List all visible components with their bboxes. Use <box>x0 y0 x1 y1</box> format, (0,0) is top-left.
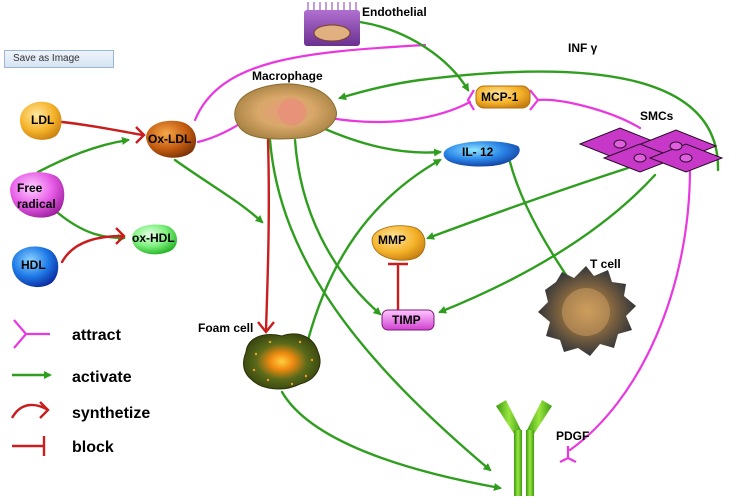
attract-edge-smc-pdgf <box>568 166 692 452</box>
legend-attract-label: attract <box>72 327 122 344</box>
activate-edge-macrophage-timp <box>293 138 382 316</box>
macrophage-cell <box>234 83 338 140</box>
attract-head <box>559 446 577 463</box>
save-as-image-button[interactable]: Save as Image <box>4 50 114 68</box>
ox-ldl-label: Ox-LDL <box>148 132 191 146</box>
il12-node <box>443 141 520 167</box>
timp-node <box>381 309 435 331</box>
inf-gamma-label: INF γ <box>568 41 598 55</box>
attract-edge-smc-mcp1 <box>536 98 642 130</box>
ldl-node <box>20 101 62 140</box>
legend-synthetize-label: synthetize <box>72 405 150 422</box>
activate-edge-macrophage-il12 <box>314 123 442 157</box>
foam-cell-label: Foam cell <box>198 321 253 335</box>
hdl-label: HDL <box>21 258 46 272</box>
smcs-label: SMCs <box>640 109 674 123</box>
foam-cell-node <box>243 333 321 390</box>
activate-edge-smc-timp <box>438 173 657 314</box>
free-radical-label-line1: Free <box>17 181 43 195</box>
ox-ldl-node <box>146 120 197 158</box>
activate-edge-inf-macrophage <box>338 70 720 172</box>
free-radical-label-line2: radical <box>17 197 56 211</box>
endothelial-cell <box>304 2 360 46</box>
attract-edge-endothelial-oxldl <box>193 43 427 122</box>
synthetize-edge-ldl-oxldl <box>60 120 144 137</box>
il12-label: IL- 12 <box>462 145 494 159</box>
endothelial-label: Endothelial <box>362 5 427 19</box>
block-symbol <box>12 436 46 456</box>
macrophage-label: Macrophage <box>252 69 323 83</box>
activate-edge-radical-oxhdl <box>56 211 126 242</box>
attract-symbol <box>13 319 50 349</box>
activate-edge-endothelial-mcp1 <box>358 20 470 92</box>
synthetize-symbol <box>10 401 50 419</box>
synthetize-head <box>257 321 275 334</box>
smcs-node <box>578 127 724 173</box>
activate-edge-foam-il12 <box>306 158 442 342</box>
pdgf-label: PDGF <box>556 429 589 443</box>
legend-activate-label: activate <box>72 369 132 386</box>
synthetize-head <box>115 227 126 245</box>
mcp1-label: MCP-1 <box>481 90 519 104</box>
legend-block-label: block <box>72 439 114 456</box>
synthetize-edge-macrophage-foam <box>264 138 271 332</box>
attract-edge-macrophage-mcp1 <box>328 100 472 124</box>
antibody-icon <box>496 400 552 496</box>
activate-edge-il12-tcell <box>508 160 577 290</box>
t-cell-label: T cell <box>590 257 621 271</box>
timp-label: TIMP <box>392 313 421 327</box>
activate-edge-foam-antibody <box>280 390 502 491</box>
attract-head <box>529 89 540 111</box>
activate-edge-macrophage-antibody <box>268 138 492 472</box>
ox-hdl-node <box>132 224 177 255</box>
t-cell-node <box>538 266 636 356</box>
synthetize-head <box>135 126 146 144</box>
activate-edge-oxldl-foam <box>173 158 264 224</box>
mmp-node <box>371 225 426 261</box>
legend: attract activate synthetize block <box>10 319 150 456</box>
ldl-label: LDL <box>31 113 54 127</box>
activate-edge-ldl-oxldl <box>36 136 130 174</box>
attract-head <box>466 89 475 111</box>
mcp1-node <box>475 85 531 109</box>
activate-edge-smc-mmp <box>426 166 630 240</box>
mmp-label: MMP <box>378 233 406 247</box>
ox-hdl-label: ox-HDL <box>132 231 175 245</box>
synthetize-edge-hdl-oxhdl <box>60 234 124 264</box>
hdl-node <box>12 246 59 288</box>
free-radical-node <box>10 172 65 218</box>
